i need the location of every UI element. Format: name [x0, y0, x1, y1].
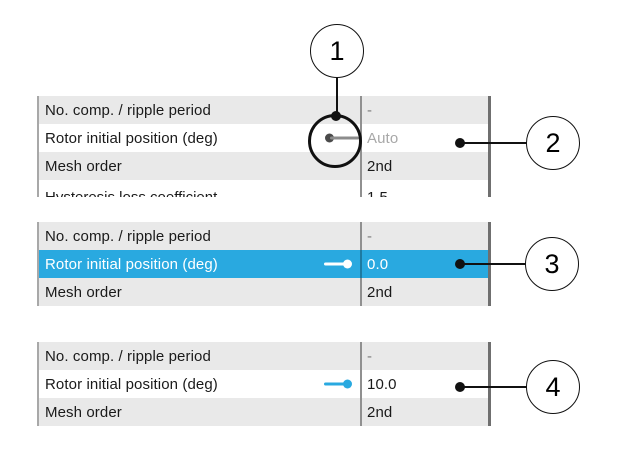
- annotation-ring: [308, 114, 362, 168]
- property-value[interactable]: -: [360, 96, 488, 124]
- property-value: 1.5: [360, 180, 488, 197]
- callout-circle-3: 3: [525, 237, 579, 291]
- table-row[interactable]: No. comp. / ripple period -: [39, 222, 488, 250]
- property-value[interactable]: 0.0: [360, 250, 488, 278]
- property-label: Mesh order: [45, 157, 122, 175]
- property-value[interactable]: 2nd: [360, 398, 488, 426]
- property-label: Rotor initial position (deg): [45, 375, 218, 393]
- table-row[interactable]: Mesh order 2nd: [39, 152, 488, 180]
- property-label: No. comp. / ripple period: [45, 347, 211, 365]
- table-row-rotor-initial-position[interactable]: Rotor initial position (deg) Auto: [39, 124, 488, 152]
- table-row[interactable]: Mesh order 2nd: [39, 398, 488, 426]
- leader-line-3: [464, 263, 526, 265]
- leader-line-2: [464, 142, 527, 144]
- leader-line-4: [464, 386, 527, 388]
- property-table-state-auto: No. comp. / ripple period - Rotor initia…: [37, 96, 491, 197]
- anchor-dot-3: [455, 259, 465, 269]
- callout-number: 1: [329, 35, 345, 66]
- property-label: Mesh order: [45, 403, 122, 421]
- property-label: No. comp. / ripple period: [45, 101, 211, 119]
- callout-circle-4: 4: [526, 360, 580, 414]
- table-row-rotor-initial-position-selected[interactable]: Rotor initial position (deg) 0.0: [39, 250, 488, 278]
- table-row[interactable]: No. comp. / ripple period -: [39, 96, 488, 124]
- property-value[interactable]: -: [360, 222, 488, 250]
- property-table-state-selected: No. comp. / ripple period - Rotor initia…: [37, 222, 491, 306]
- anchor-dot-2: [455, 138, 465, 148]
- anchor-dot-4: [455, 382, 465, 392]
- table-row-rotor-initial-position[interactable]: Rotor initial position (deg) 10.0: [39, 370, 488, 398]
- property-label: Hysteresis loss coefficient: [39, 180, 360, 197]
- table-row[interactable]: No. comp. / ripple period -: [39, 342, 488, 370]
- property-label: Rotor initial position (deg): [45, 255, 218, 273]
- table-row-clipped: Hysteresis loss coefficient 1.5: [39, 180, 488, 197]
- callout-number: 2: [545, 127, 561, 158]
- property-table-state-manual: No. comp. / ripple period - Rotor initia…: [37, 342, 491, 426]
- property-label: No. comp. / ripple period: [45, 227, 211, 245]
- callout-circle-2: 2: [526, 116, 580, 170]
- property-value[interactable]: 2nd: [360, 152, 488, 180]
- anchor-dot-1: [331, 111, 341, 121]
- property-value[interactable]: 2nd: [360, 278, 488, 306]
- property-value[interactable]: -: [360, 342, 488, 370]
- property-label: Mesh order: [45, 283, 122, 301]
- property-value[interactable]: Auto: [360, 124, 488, 152]
- callout-number: 3: [544, 248, 560, 279]
- table-row[interactable]: Mesh order 2nd: [39, 278, 488, 306]
- property-value[interactable]: 10.0: [360, 370, 488, 398]
- leader-line-1: [336, 78, 338, 114]
- property-label: Rotor initial position (deg): [45, 129, 218, 147]
- callout-circle-1: 1: [310, 24, 364, 78]
- callout-number: 4: [545, 371, 561, 402]
